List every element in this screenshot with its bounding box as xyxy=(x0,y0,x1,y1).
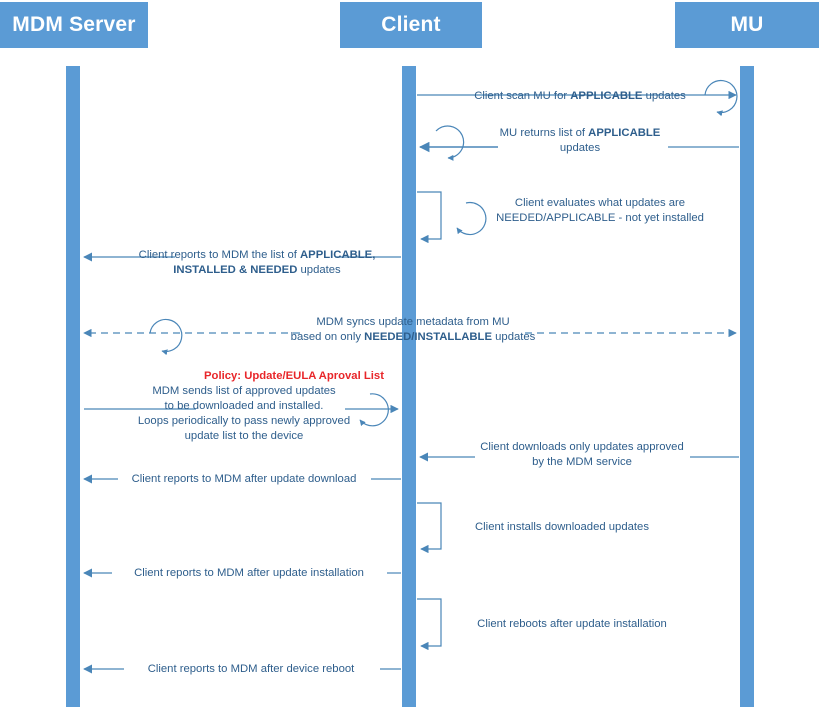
msg-label-reports-after-download: Client reports to MDM after update downl… xyxy=(131,473,357,485)
msg-label-client-reboots: Client reboots after update installation xyxy=(477,618,667,630)
actor-label-mu: MU xyxy=(730,13,764,36)
msg-label-reports-after-install: Client reports to MDM after update insta… xyxy=(134,567,364,579)
actor-box-client[interactable]: Client xyxy=(340,2,482,48)
actor-box-mdm-server[interactable]: MDM Server xyxy=(0,2,148,48)
actor-box-mu[interactable]: MU xyxy=(675,2,819,48)
msg-label-client-scan-mu: Client scan MU for APPLICABLE updates xyxy=(474,90,686,102)
lifeline-client xyxy=(402,66,416,707)
lifeline-mu xyxy=(740,66,754,707)
lifeline-mdm-server xyxy=(66,66,80,707)
actor-label-client: Client xyxy=(381,13,441,36)
arrow-client-installs-self xyxy=(417,502,442,554)
msg-label-client-installs: Client installs downloaded updates xyxy=(475,521,649,533)
msg-label-reports-after-reboot: Client reports to MDM after device reboo… xyxy=(147,663,355,675)
arrow-client-evaluates-self xyxy=(417,191,487,244)
arrow-client-reboots-self xyxy=(417,598,442,651)
msg-label-client-reports-list: Client reports to MDM the list of APPLIC… xyxy=(138,249,376,276)
msg-label-policy-approval: Policy: Update/EULA Aproval List xyxy=(204,370,384,382)
actor-label-mdm-server: MDM Server xyxy=(12,13,136,36)
